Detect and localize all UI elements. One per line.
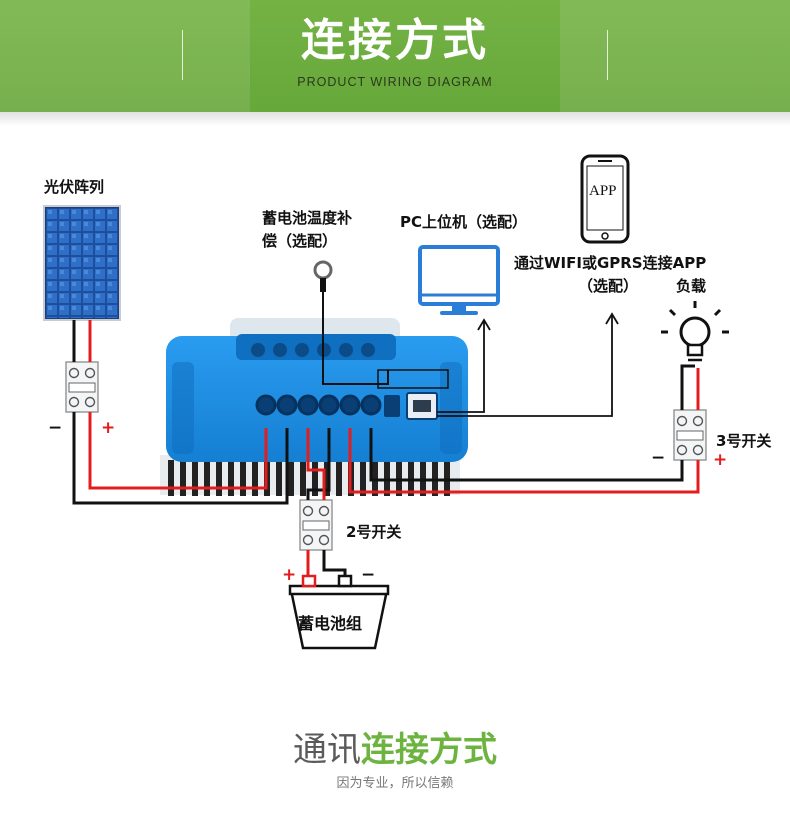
footer-subtitle: 因为专业，所以信赖 xyxy=(336,776,454,791)
battery-minus-sign: − xyxy=(361,565,376,585)
load-plus-sign: + xyxy=(713,450,728,470)
breaker-1 xyxy=(65,361,99,413)
battery-pack-icon xyxy=(288,574,390,650)
terminal-holes xyxy=(255,394,382,416)
page-title: 连接方式 xyxy=(301,15,489,66)
footer-title: 通讯连接方式 xyxy=(0,722,790,771)
banner-divider xyxy=(607,30,608,80)
wifi-gprs-label: 通过WIFI或GPRS连接APP xyxy=(514,254,707,272)
switch-2-label: 2号开关 xyxy=(346,523,402,541)
footer-title-part-1: 通讯 xyxy=(293,730,361,770)
battery-pack-label: 蓄电池组 xyxy=(298,614,363,633)
pc-monitor-icon xyxy=(418,245,500,315)
charge-controller xyxy=(166,318,468,462)
pc-host-label: PC上位机（选配） xyxy=(400,213,528,231)
smartphone-icon xyxy=(580,154,630,244)
solar-plus-sign: + xyxy=(101,418,116,438)
banner-divider xyxy=(182,30,183,80)
solar-panel-icon xyxy=(43,205,121,321)
banner-shadow xyxy=(0,112,790,126)
wires-red xyxy=(88,320,700,576)
light-bulb-icon xyxy=(661,301,729,362)
app-icon-label: APP xyxy=(589,183,617,199)
wifi-optional-label: （选配） xyxy=(578,277,639,295)
temp-compensation-label: 蓄电池温度补 偿（选配） xyxy=(262,207,352,253)
temperature-sensor-icon xyxy=(313,260,389,385)
header-banner: 连接方式 PRODUCT WIRING DIAGRAM xyxy=(0,0,790,112)
load-minus-sign: − xyxy=(651,448,666,468)
switch-3-label: 3号开关 xyxy=(716,432,772,450)
comm-ports xyxy=(377,369,449,420)
solar-array-label: 光伏阵列 xyxy=(44,178,105,196)
banner-shade xyxy=(560,0,790,112)
comm-links xyxy=(437,312,619,417)
banner-shade xyxy=(0,0,250,112)
page-subtitle: PRODUCT WIRING DIAGRAM xyxy=(297,75,493,89)
battery-plus-sign: + xyxy=(282,565,297,585)
wires-black xyxy=(72,320,695,576)
temp-compensation-line-1: 蓄电池温度补 xyxy=(262,209,353,227)
footer-title-part-2: 连接方式 xyxy=(361,730,497,770)
temp-compensation-line-2: 偿（选配） xyxy=(262,232,338,250)
load-label: 负载 xyxy=(676,277,707,295)
solar-minus-sign: − xyxy=(48,418,63,438)
breaker-2 xyxy=(299,499,333,551)
breaker-3 xyxy=(673,409,707,461)
